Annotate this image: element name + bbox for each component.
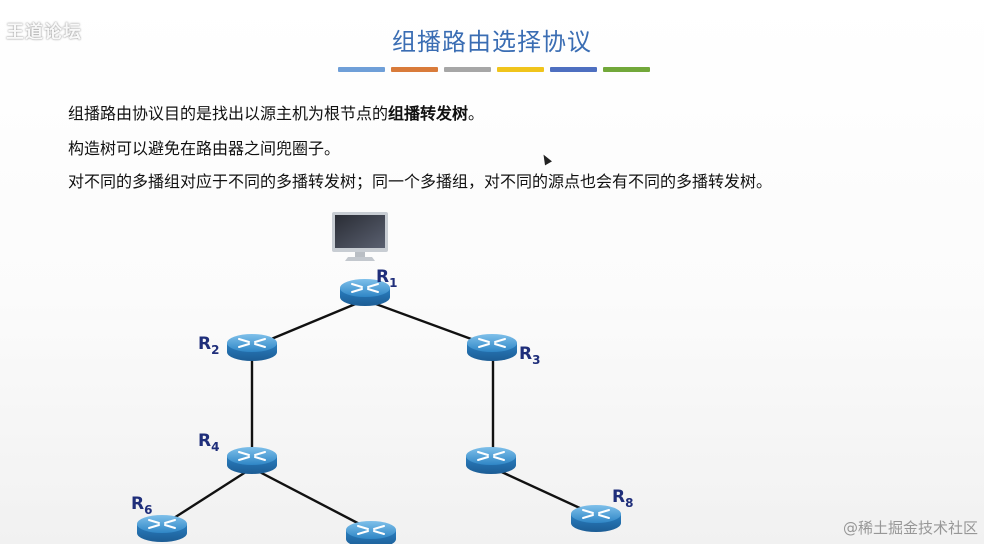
- text-line-3: 对不同的多播组对应于不同的多播转发树；同一个多播组，对不同的源点也会有不同的多播…: [68, 172, 773, 191]
- link-r4-r7: [251, 466, 372, 532]
- line1-text: 组播路由协议目的是找出以源主机为根节点的: [68, 104, 389, 123]
- line1-suffix: 。: [468, 104, 485, 123]
- color-segment: [338, 67, 385, 72]
- color-segment: [603, 67, 650, 72]
- router-icon-r7: [345, 520, 397, 544]
- router-label-r4: R4: [198, 431, 219, 454]
- monitor-icon: [332, 212, 388, 261]
- router-label-r1: R1: [376, 267, 397, 290]
- router-label-r2: R2: [198, 334, 219, 357]
- link-r4-r6: [162, 466, 253, 527]
- router-icon-r8: [570, 504, 622, 533]
- color-segment: [497, 67, 544, 72]
- router-label-r6: R6: [131, 494, 152, 517]
- text-line-1: 组播路由协议目的是找出以源主机为根节点的组播转发树。: [68, 100, 484, 124]
- line1-bold-text: 组播转发树: [388, 104, 469, 123]
- router-icon-r4: [226, 446, 278, 475]
- router-icon-r2: [226, 333, 278, 362]
- color-segment: [444, 67, 491, 72]
- router-label-r3: R3: [519, 344, 540, 367]
- links: [162, 298, 596, 532]
- text-line-2: 构造树可以避免在路由器之间兜圈子。: [68, 139, 341, 158]
- router-icon-r3: [466, 333, 518, 362]
- site-watermark: @稀土掘金技术社区: [842, 519, 978, 537]
- link-r5-r8: [492, 466, 596, 517]
- slide-title: 组播路由选择协议: [392, 28, 592, 56]
- forum-watermark: 王道论坛: [6, 22, 82, 43]
- router-icon-r5: [465, 446, 517, 475]
- title-color-bar: [338, 67, 650, 72]
- color-segment: [391, 67, 438, 72]
- router-icon-r6: [136, 514, 188, 543]
- router-label-r8: R8: [612, 487, 633, 510]
- color-segment: [550, 67, 597, 72]
